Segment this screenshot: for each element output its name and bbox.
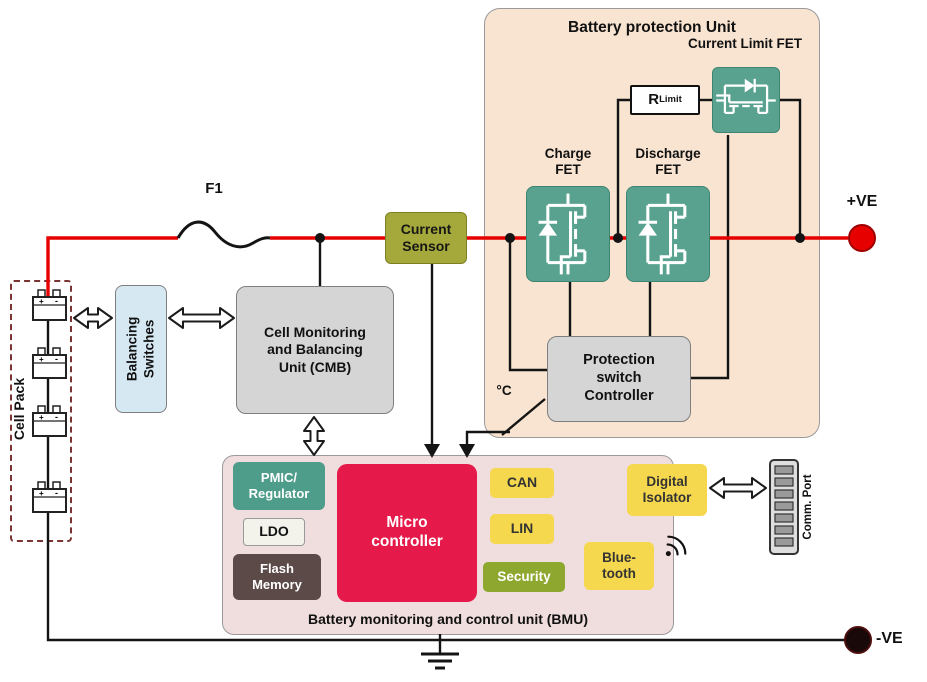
svg-text:+: + xyxy=(39,413,44,422)
charge-fet-symbol xyxy=(537,192,587,276)
cmb-box: Cell Monitoring and Balancing Unit (CMB) xyxy=(236,286,394,414)
lin-box: LIN xyxy=(490,514,554,544)
balancing-switches-box: Balancing Switches xyxy=(115,285,167,413)
current-limit-fet-label: Current Limit FET xyxy=(688,36,802,51)
fuse-symbol xyxy=(176,220,271,249)
positive-terminal xyxy=(848,224,876,252)
microcontroller-box: Micro controller xyxy=(337,464,477,602)
temperature-sensor-symbol xyxy=(465,398,546,446)
battery-cell: +- xyxy=(32,347,67,379)
can-box: CAN xyxy=(490,468,554,498)
ldo-box: LDO xyxy=(243,518,305,546)
flash-memory-box: Flash Memory xyxy=(233,554,321,600)
battery-protection-unit-title: Battery protection Unit xyxy=(568,19,736,36)
svg-text:+: + xyxy=(39,297,44,306)
temperature-label: °C xyxy=(496,383,512,398)
battery-cell: +- xyxy=(32,405,67,437)
positive-terminal-label: +VE xyxy=(846,193,878,210)
ground-symbol xyxy=(421,634,459,670)
wireless-signal-icon xyxy=(665,535,687,557)
r-limit-subscript: Limit xyxy=(659,94,682,106)
cell-pack-container xyxy=(10,280,72,542)
negative-terminal-label: -VE xyxy=(876,630,903,647)
current-limit-fet-box xyxy=(712,67,780,133)
r-limit-label: R xyxy=(648,90,660,108)
comm-port-connector xyxy=(769,459,799,555)
negative-terminal xyxy=(844,626,872,654)
current-sensor-box: Current Sensor xyxy=(385,212,467,264)
svg-text:+: + xyxy=(39,355,44,364)
bidirectional-arrow-balancing-cmb xyxy=(168,307,235,329)
svg-text:-: - xyxy=(55,412,58,422)
charge-fet-box xyxy=(526,186,610,282)
discharge-fet-box xyxy=(626,186,710,282)
current-limit-fet-symbol xyxy=(715,77,777,114)
charge-fet-label: Charge FET xyxy=(544,146,592,178)
svg-text:-: - xyxy=(55,296,58,306)
comm-port-label: Comm. Port xyxy=(802,474,814,540)
junction-dots xyxy=(315,233,805,243)
battery-cell: +- xyxy=(32,481,67,513)
bluetooth-box: Blue- tooth xyxy=(584,542,654,590)
cell-pack-label: Cell Pack xyxy=(11,377,27,441)
svg-text:-: - xyxy=(55,488,58,498)
svg-text:-: - xyxy=(55,354,58,364)
bmu-title: Battery monitoring and control unit (BMU… xyxy=(308,611,588,627)
balancing-switches-label: Balancing Switches xyxy=(124,316,157,382)
bidirectional-arrow-cells-balancing xyxy=(73,307,113,329)
svg-text:+: + xyxy=(39,489,44,498)
discharge-fet-symbol xyxy=(637,192,687,276)
protection-switch-controller-box: Protection switch Controller xyxy=(547,336,691,422)
digital-isolator-box: Digital Isolator xyxy=(627,464,707,516)
pmic-regulator-box: PMIC/ Regulator xyxy=(233,462,325,510)
bidirectional-arrow-cmb-bmu xyxy=(303,416,325,456)
sensor-arrowhead xyxy=(424,444,440,458)
bidirectional-arrow-isolator-port xyxy=(709,477,767,499)
temp-arrowhead xyxy=(459,444,475,458)
battery-cell: +- xyxy=(32,289,67,321)
fuse-label: F1 xyxy=(205,180,223,197)
discharge-fet-label: Discharge FET xyxy=(635,146,701,178)
security-box: Security xyxy=(483,562,565,592)
